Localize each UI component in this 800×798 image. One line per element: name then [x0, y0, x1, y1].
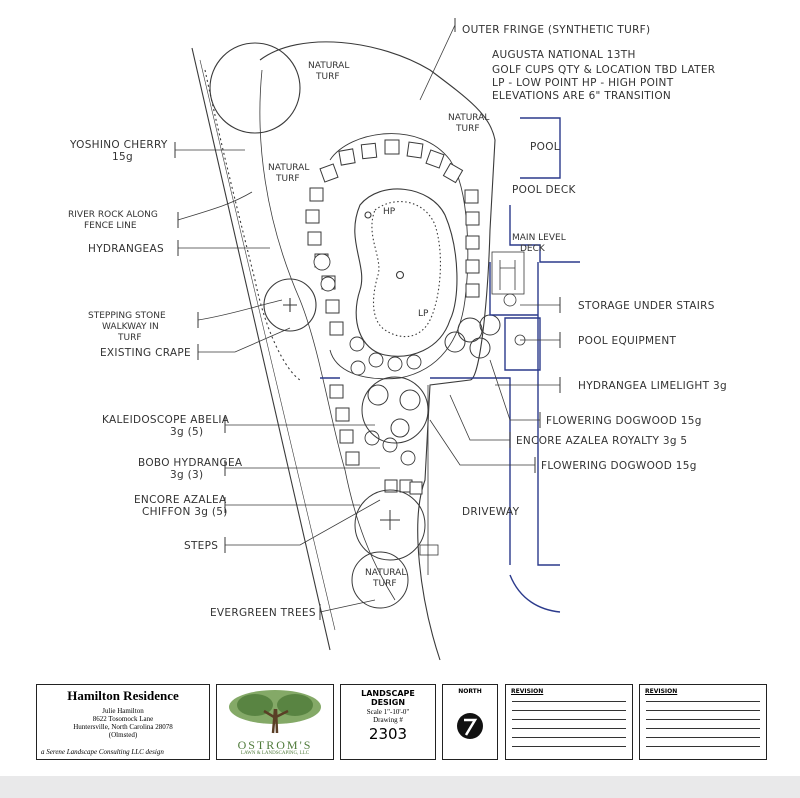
label-flowering-dogwood-2: FLOWERING DOGWOOD 15g: [541, 460, 697, 472]
label-outer-fringe: OUTER FRINGE (SYNTHETIC TURF): [462, 24, 650, 36]
river-rock-strip: [204, 69, 301, 381]
label-natural-turf-2: NATURAL: [448, 113, 489, 123]
label-encore-azalea: ENCORE AZALEA: [134, 494, 227, 506]
label-hp: HP: [383, 207, 396, 217]
label-lp-hp: LP - LOW POINT HP - HIGH POINT: [492, 77, 674, 89]
label-elevations: ELEVATIONS ARE 6" TRANSITION: [492, 90, 671, 102]
address-line-2: Huntersville, North Carolina 28078: [73, 723, 173, 731]
label-encore-royalty: ENCORE AZALEA ROYALTY 3g 5: [516, 435, 687, 447]
label-evergreen: EVERGREEN TREES: [210, 607, 316, 619]
label-hydrangeas: HYDRANGEAS: [88, 243, 164, 255]
label-yoshino-size: 15g: [112, 151, 133, 163]
label-hydrangea-limelight: HYDRANGEA LIMELIGHT 3g: [578, 380, 727, 392]
project-title: Hamilton Residence: [67, 688, 179, 703]
sheet-label-1: LANDSCAPE: [361, 689, 415, 698]
title-block-north: NORTH: [442, 684, 498, 760]
label-golf-cups: GOLF CUPS QTY & LOCATION TBD LATER: [492, 64, 715, 76]
label-bobo-size: 3g (3): [170, 469, 203, 481]
label-natural-turf-2b: TURF: [455, 124, 480, 134]
title-block-revision-1: REVISION: [505, 684, 633, 760]
label-kaleidoscope: KALEIDOSCOPE ABELIA: [102, 414, 230, 426]
yoshino-cherry-tree: [209, 42, 301, 134]
label-natural-turf-4b: TURF: [372, 579, 397, 589]
label-natural-turf-3b: TURF: [275, 174, 300, 184]
label-existing-crape: EXISTING CRAPE: [100, 347, 191, 359]
ostroms-tree-logo-icon: [229, 690, 321, 734]
drawing-scale: Scale 1"-10'-0": [366, 708, 410, 716]
revision-label-2: REVISION: [645, 688, 678, 695]
putting-green-outer: [354, 188, 458, 357]
viewer-bottom-bar: [0, 776, 800, 798]
address-line-3: (Olmsted): [108, 731, 138, 739]
label-turf: TURF: [117, 333, 142, 343]
title-block-sheet: LANDSCAPE DESIGN Scale 1"-10'-0" Drawing…: [340, 684, 436, 760]
fence-line-inner: [199, 59, 336, 631]
title-block-project: Hamilton Residence Julie Hamilton 8622 T…: [36, 684, 210, 760]
evergreen-tree: [354, 489, 426, 561]
label-steps: STEPS: [184, 540, 218, 552]
label-lp: LP: [418, 309, 429, 319]
label-natural-turf-1: NATURAL: [308, 61, 349, 71]
label-storage: STORAGE UNDER STAIRS: [578, 300, 715, 312]
shrubs: [313, 253, 422, 466]
address-line-1: 8622 Tosomock Lane: [92, 715, 154, 723]
north-label: NORTH: [458, 688, 482, 695]
revision-label-1: REVISION: [511, 688, 544, 695]
dogwoods: [351, 314, 501, 609]
title-block-revision-2: REVISION: [639, 684, 767, 760]
drawing-sheet: OUTER FRINGE (SYNTHETIC TURF) AUGUSTA NA…: [36, 18, 767, 760]
leader-lines: [175, 24, 560, 613]
existing-crape-tree: [263, 278, 317, 332]
label-natural-turf-1b: TURF: [315, 72, 340, 82]
site-plan: OUTER FRINGE (SYNTHETIC TURF) AUGUSTA NA…: [68, 18, 727, 661]
inner-turf-edge: [259, 69, 396, 601]
label-pool: POOL: [530, 141, 560, 153]
label-augusta: AUGUSTA NATIONAL 13TH: [492, 49, 636, 61]
designer-credit: a Serene Landscape Consulting LLC design: [41, 748, 164, 756]
label-yoshino-cherry: YOSHINO CHERRY: [69, 139, 168, 151]
drawing-number: 2303: [368, 725, 408, 743]
logo-name: OSTROM'S: [237, 738, 313, 752]
stepping-stones: [305, 139, 480, 495]
label-main-level: MAIN LEVEL: [512, 233, 566, 243]
sheet-label-2: DESIGN: [370, 698, 406, 707]
putting-green-inner: [371, 201, 441, 338]
label-bobo: BOBO HYDRANGEA: [138, 457, 243, 469]
label-pool-equipment: POOL EQUIPMENT: [578, 335, 677, 347]
fence-line: [191, 47, 331, 651]
logo-tagline: LAWN & LANDSCAPING, LLC: [240, 751, 310, 756]
label-natural-turf-3: NATURAL: [268, 163, 309, 173]
label-walkway: WALKWAY IN: [102, 322, 159, 332]
label-fence-line: FENCE LINE: [84, 221, 137, 231]
label-driveway: DRIVEWAY: [462, 506, 520, 518]
north-arrow-icon: [457, 713, 483, 739]
label-chiffon: CHIFFON 3g (5): [142, 506, 228, 518]
label-pool-deck: POOL DECK: [512, 184, 576, 196]
label-deck: DECK: [520, 244, 546, 254]
label-flowering-dogwood-1: FLOWERING DOGWOOD 15g: [546, 415, 702, 427]
label-kaleidoscope-size: 3g (5): [170, 426, 203, 438]
drawing-label: Drawing #: [373, 716, 403, 724]
client-name: Julie Hamilton: [102, 707, 144, 715]
label-river-rock: RIVER ROCK ALONG: [68, 210, 158, 220]
turf-boundary: [259, 41, 496, 661]
label-stepping-stone: STEPPING STONE: [88, 311, 166, 321]
house-outline: [320, 117, 580, 613]
title-block-logo: OSTROM'S LAWN & LANDSCAPING, LLC: [216, 684, 334, 760]
label-natural-turf-4: NATURAL: [365, 568, 406, 578]
